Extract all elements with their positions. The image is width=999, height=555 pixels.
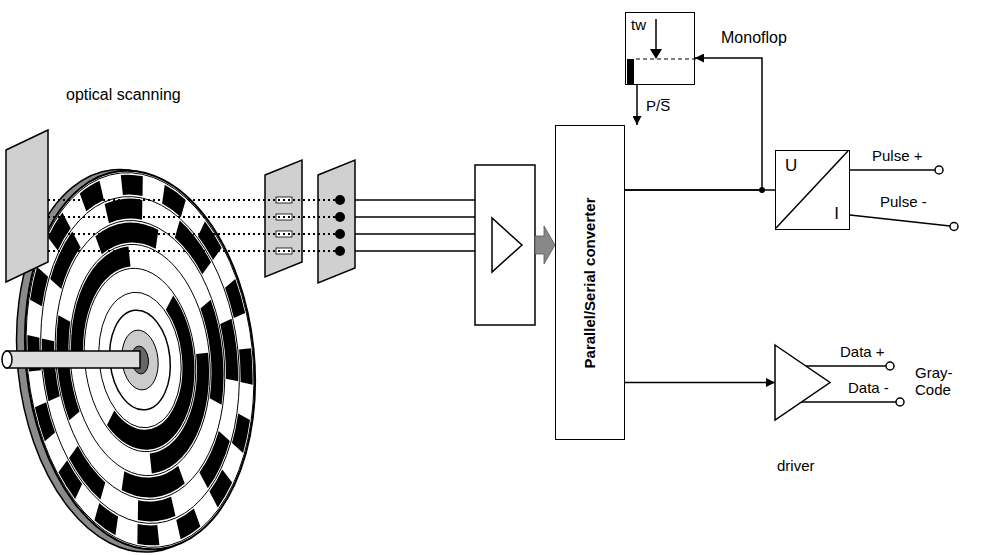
signal-connector — [625, 382, 775, 384]
shaft — [6, 351, 140, 368]
terminal — [886, 362, 894, 370]
signal-wire — [355, 233, 475, 235]
scanning-mask — [265, 160, 302, 277]
block-title: Parallel/Serial converter — [581, 197, 598, 368]
shaft-end — [2, 351, 12, 368]
time-symbol: tw — [631, 16, 646, 33]
signal-connector — [625, 189, 775, 191]
signal-wire — [355, 250, 475, 252]
output-wire — [801, 401, 896, 403]
output-wire — [850, 169, 935, 171]
terminal — [896, 398, 904, 406]
light-source-plate — [6, 130, 48, 282]
photo-detector — [335, 212, 345, 222]
amplifier-box — [475, 165, 535, 325]
junction-dot — [759, 187, 765, 193]
signal-name: Data - — [848, 379, 889, 396]
photo-detector — [335, 195, 345, 205]
line-driver: driver — [775, 345, 830, 420]
voltage-symbol: U — [785, 156, 797, 176]
driver-triangle — [775, 345, 830, 420]
output-wire — [806, 365, 886, 367]
signal-name: Pulse - — [880, 193, 927, 210]
light-beam — [48, 199, 336, 201]
delay-arrowhead — [650, 49, 662, 59]
signal-name: Data + — [840, 343, 885, 360]
photo-detector — [335, 246, 345, 256]
section-title: optical scanning — [66, 86, 181, 104]
terminal — [950, 223, 958, 231]
light-beam — [48, 250, 336, 252]
output-wire — [850, 215, 950, 226]
amplifier-symbol — [492, 218, 522, 272]
control-signal-name: P/S̅ — [644, 97, 672, 114]
converter-box: Parallel/Serial converter — [555, 125, 625, 440]
light-beam — [48, 233, 336, 235]
signal-wire — [355, 216, 475, 218]
voltage-current-converter: UI — [775, 150, 850, 230]
photo-detector — [335, 229, 345, 239]
delay-arrow — [655, 19, 657, 51]
pulse-bar — [627, 59, 634, 84]
light-beam — [48, 216, 336, 218]
signal-wire — [355, 199, 475, 201]
line-driver-outline — [775, 345, 830, 420]
block-title: Monoflop — [721, 29, 787, 47]
current-symbol: I — [834, 204, 839, 224]
trigger-level — [636, 58, 696, 59]
monoflop-box: Monofloptw — [625, 12, 695, 85]
detector-plate — [318, 160, 355, 283]
signal-connector — [636, 85, 638, 125]
converter-diagonal — [776, 151, 848, 228]
terminal — [935, 166, 943, 174]
code-note: Gray- Code — [915, 364, 969, 399]
block-title: driver — [777, 457, 815, 474]
bus-arrow — [535, 226, 555, 264]
signal-name: Pulse + — [872, 147, 922, 164]
